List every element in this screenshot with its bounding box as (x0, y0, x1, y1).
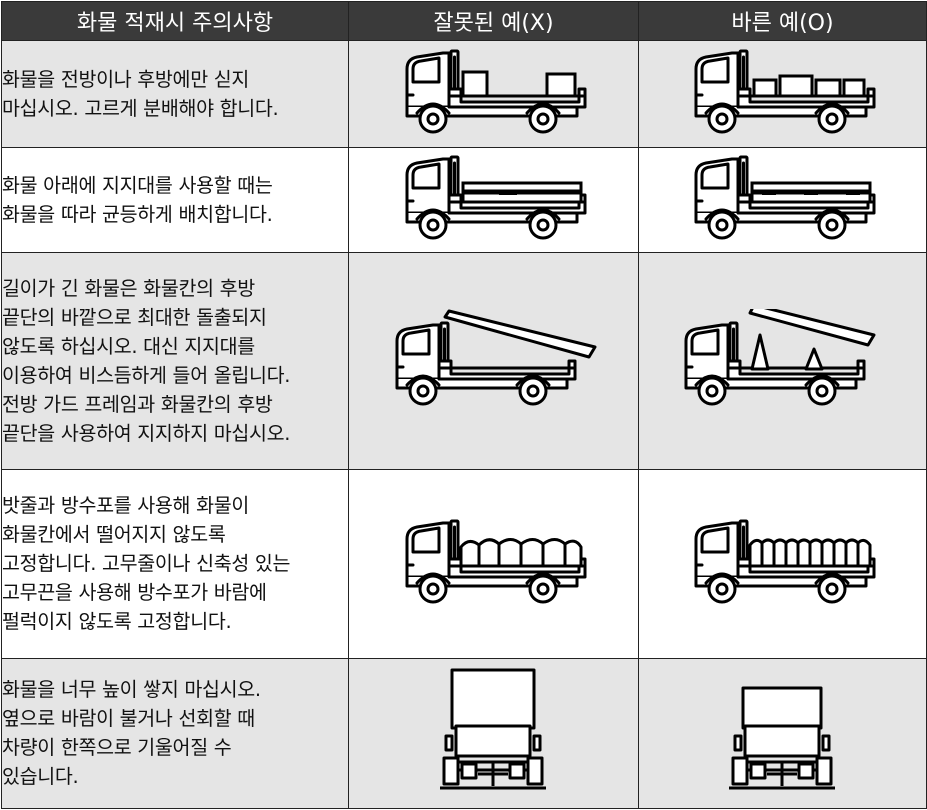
wrong-example-cell (348, 657, 639, 810)
truck-side-long-load-guard-icon (395, 309, 596, 406)
description-line: 끝단의 바깥으로 최대한 돌출되지 (2, 305, 267, 329)
wrong-example-cell (348, 468, 639, 659)
description-line: 마십시오. 고르게 분배해야 합니다. (2, 97, 279, 121)
correct-example-cell (638, 147, 927, 254)
description-line: 화물칸에서 떨어지지 않도록 (2, 523, 226, 547)
header-correct-example: 바른 예(O) (638, 1, 927, 41)
truck-rear-normal-load-icon (727, 686, 836, 790)
truck-side-even-load-icon (694, 49, 875, 134)
row-description: 길이가 긴 화물은 화물칸의 후방 끝단의 바깥으로 최대한 돌출되지 않도록 … (1, 252, 349, 470)
description-line: 있습니다. (2, 765, 79, 789)
row-description: 화물을 너무 높이 쌓지 마십시오. 옆으로 바람이 불거나 선회할 때 차량이… (1, 657, 349, 810)
row-description: 밧줄과 방수포를 사용해 화물이 화물칸에서 떨어지지 않도록 고정합니다. 고… (1, 468, 349, 659)
correct-example-cell (638, 39, 927, 149)
wrong-example-cell (348, 252, 639, 470)
header-row: 화물 적재시 주의사항 잘못된 예(X) 바른 예(O) (1, 1, 927, 41)
truck-side-loose-tarp-icon (405, 519, 586, 604)
truck-rear-high-load-icon (438, 668, 547, 790)
correct-example-cell (638, 657, 927, 810)
description-line: 않도록 하십시오. 대신 지지대를 (2, 334, 255, 358)
description-line: 화물 아래에 지지대를 사용할 때는 (2, 174, 273, 198)
row-description: 화물을 전방이나 후방에만 싣지 마십시오. 고르게 분배해야 합니다. (1, 39, 349, 149)
description-line: 이용하여 비스듬하게 들어 올립니다. (2, 363, 291, 387)
description-line: 화물을 너무 높이 쌓지 마십시오. (2, 678, 261, 702)
correct-example-cell (638, 468, 927, 659)
table-row: 길이가 긴 화물은 화물칸의 후방 끝단의 바깥으로 최대한 돌출되지 않도록 … (1, 252, 927, 470)
truck-side-uneven-load-icon (405, 49, 586, 134)
wrong-example-cell (348, 39, 639, 149)
description-line: 전방 가드 프레임과 화물칸의 후방 (2, 392, 273, 416)
table-row: 밧줄과 방수포를 사용해 화물이 화물칸에서 떨어지지 않도록 고정합니다. 고… (1, 468, 927, 659)
table-row: 화물 아래에 지지대를 사용할 때는 화물을 따라 균등하게 배치합니다. (1, 147, 927, 254)
description-line: 밧줄과 방수포를 사용해 화물이 (2, 494, 250, 518)
description-line: 옆으로 바람이 불거나 선회할 때 (2, 707, 255, 731)
wrong-example-cell (348, 147, 639, 254)
table-row: 화물을 전방이나 후방에만 싣지 마십시오. 고르게 분배해야 합니다. (1, 39, 927, 149)
description-line: 화물을 따라 균등하게 배치합니다. (2, 203, 273, 227)
table-row: 화물을 너무 높이 쌓지 마십시오. 옆으로 바람이 불거나 선회할 때 차량이… (1, 657, 927, 810)
description-line: 펄럭이지 않도록 고정합니다. (2, 610, 232, 634)
description-line: 길이가 긴 화물은 화물칸의 후방 (2, 276, 255, 300)
description-line: 고무끈을 사용해 방수포가 바람에 (2, 581, 267, 605)
truck-side-uneven-supports-icon (405, 155, 586, 240)
header-precautions: 화물 적재시 주의사항 (1, 1, 349, 41)
description-line: 화물을 전방이나 후방에만 싣지 (2, 68, 250, 92)
description-line: 차량이 한쪽으로 기울어질 수 (2, 736, 232, 760)
truck-side-secured-tarp-icon (694, 519, 875, 604)
description-line: 고정합니다. 고무줄이나 신축성 있는 (2, 552, 291, 576)
description-line: 끝단을 사용하여 지지하지 마십시오. (2, 421, 291, 445)
truck-side-long-load-angled-icon (684, 308, 875, 406)
correct-example-cell (638, 252, 927, 470)
truck-side-even-supports-icon (694, 155, 875, 240)
row-description: 화물 아래에 지지대를 사용할 때는 화물을 따라 균등하게 배치합니다. (1, 147, 349, 254)
header-wrong-example: 잘못된 예(X) (348, 1, 639, 41)
